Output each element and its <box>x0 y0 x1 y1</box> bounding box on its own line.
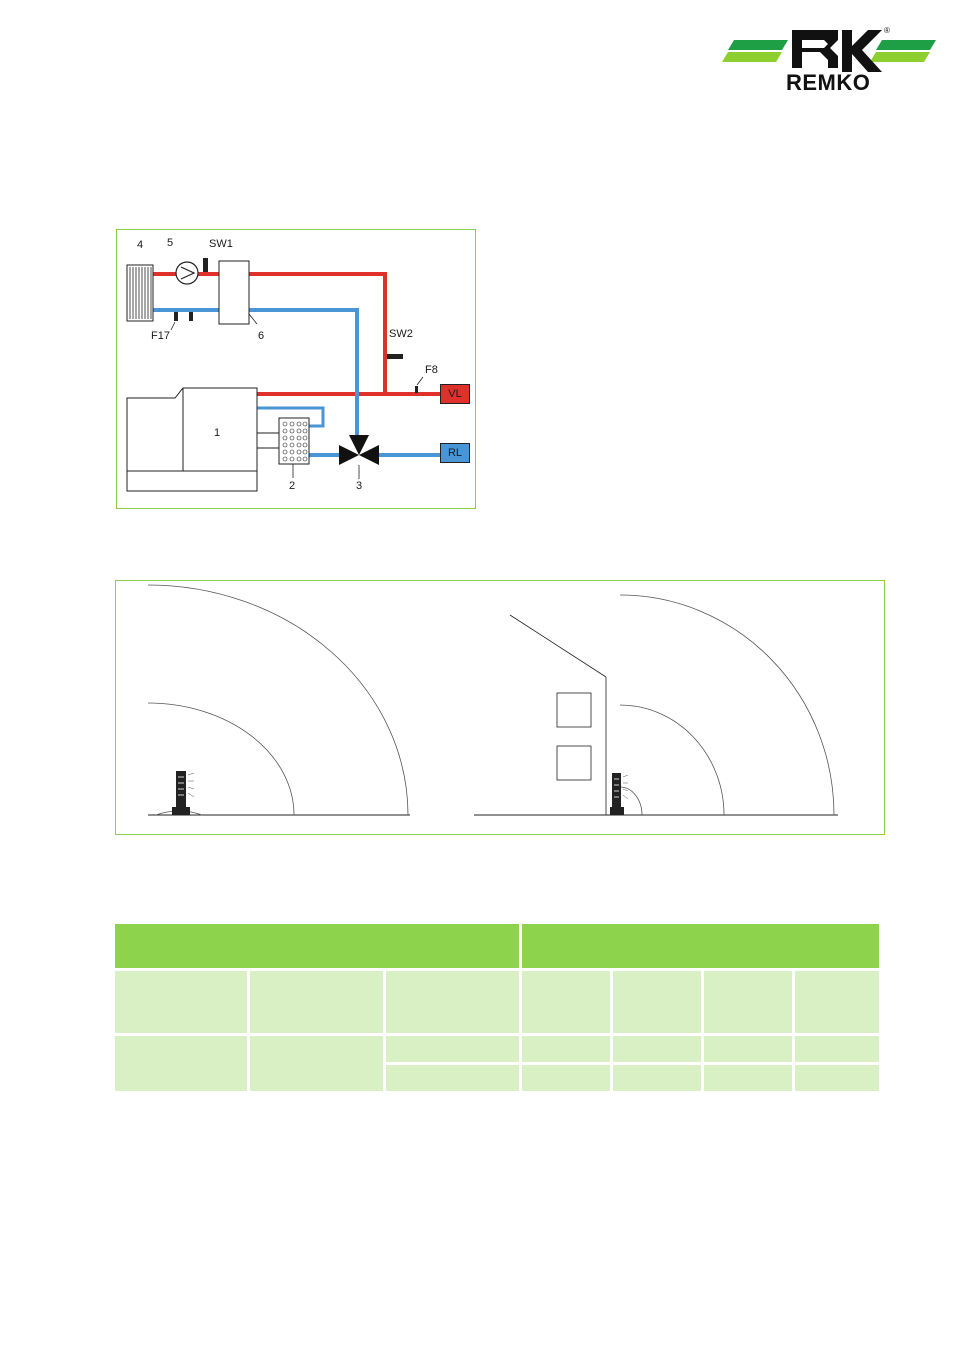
label-2: 2 <box>289 480 296 492</box>
remko-brand-text: REMKO <box>786 70 871 95</box>
table-row <box>115 971 879 1033</box>
table-cell <box>795 971 879 1033</box>
component-2-exchanger <box>278 417 310 478</box>
table-cell <box>795 1065 879 1091</box>
label-sw1: SW1 <box>209 238 233 250</box>
table-cell <box>522 1036 610 1062</box>
sound-data-table <box>112 921 882 1094</box>
wall-mounted-diagram <box>474 594 838 816</box>
component-4-coil <box>126 264 154 322</box>
hydraulic-diagram-frame: 4 5 SW1 F17 6 SW2 F8 1 2 3 VL RL <box>116 229 476 509</box>
component-1-unit <box>126 387 279 492</box>
remko-logo-mark <box>722 30 936 72</box>
hydraulic-diagram <box>126 258 441 492</box>
label-6: 6 <box>258 330 265 342</box>
table-cell <box>613 971 701 1033</box>
table-cell <box>386 971 519 1033</box>
table-cell <box>386 1065 519 1091</box>
sound-propagation-diagram <box>147 584 838 816</box>
label-f17: F17 <box>151 330 170 342</box>
component-5-pump <box>175 261 199 285</box>
remko-logo: REMKO ® <box>722 26 938 96</box>
table-cell <box>115 1036 247 1091</box>
table-cell <box>613 1065 701 1091</box>
table-cell <box>704 1036 792 1062</box>
sound-propagation-frame <box>115 580 885 835</box>
return-connector-rl: RL <box>440 443 470 463</box>
flow-connector-vl: VL <box>440 384 470 404</box>
table-header-left <box>115 924 519 968</box>
label-sw2: SW2 <box>389 328 413 340</box>
registered-mark: ® <box>884 26 890 35</box>
table-header-right <box>522 924 879 968</box>
table-row <box>115 1065 879 1091</box>
component-3-valve <box>339 435 379 479</box>
unit-icon-left <box>172 771 195 815</box>
label-3: 3 <box>356 480 363 492</box>
table-header-row <box>115 924 879 968</box>
table-row <box>115 1036 879 1091</box>
label-f8: F8 <box>425 364 438 376</box>
label-5: 5 <box>167 237 174 249</box>
table-cell <box>386 1036 519 1062</box>
unit-icon-right <box>610 773 629 815</box>
table-cell <box>522 1065 610 1091</box>
table-cell <box>795 1036 879 1062</box>
table-cell <box>613 1036 701 1062</box>
table-cell <box>704 971 792 1033</box>
free-field-diagram <box>147 584 410 816</box>
table-cell <box>704 1065 792 1091</box>
label-1: 1 <box>214 427 221 439</box>
table-cell <box>250 971 383 1033</box>
table-cell <box>115 971 247 1033</box>
table-cell <box>250 1036 383 1091</box>
label-4: 4 <box>137 239 144 251</box>
table-cell <box>522 971 610 1033</box>
